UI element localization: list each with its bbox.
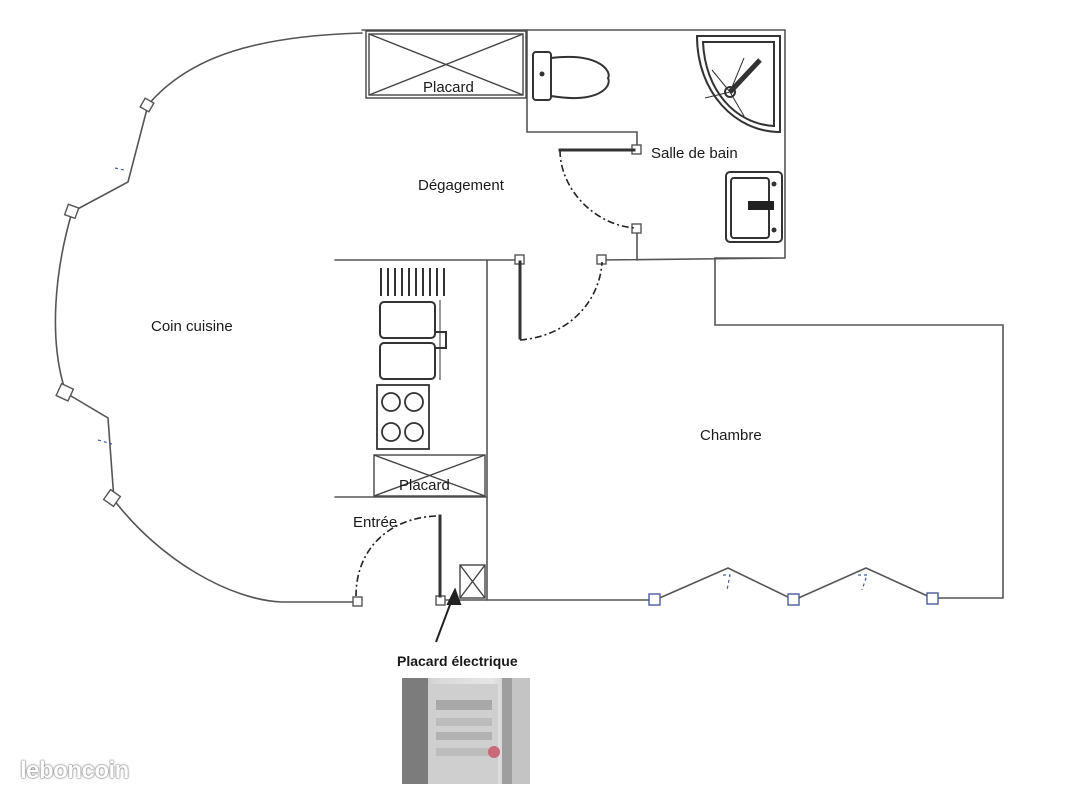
electric-cupboard-box bbox=[459, 564, 486, 599]
toilet-tank bbox=[532, 51, 552, 101]
window-opening bbox=[114, 167, 125, 171]
electrical-cupboard-photo bbox=[402, 678, 530, 784]
label-degagement: Dégagement bbox=[418, 177, 504, 194]
label-coin-cuisine: Coin cuisine bbox=[151, 318, 233, 335]
bathroom-sink bbox=[725, 171, 783, 243]
door-swing-bathroom bbox=[559, 149, 637, 229]
label-chambre: Chambre bbox=[700, 427, 762, 444]
kitchen-hob bbox=[376, 384, 430, 450]
window-node bbox=[139, 97, 155, 113]
window-node bbox=[102, 488, 122, 508]
placard-top-box bbox=[365, 30, 527, 99]
kitchen-sink-upper bbox=[379, 301, 436, 339]
curved-wall-window-top bbox=[71, 104, 149, 213]
window-node bbox=[648, 593, 661, 606]
bathroom-bottom-wall bbox=[601, 257, 786, 261]
door-node bbox=[631, 223, 642, 234]
curved-wall-window-bottom bbox=[65, 392, 115, 501]
door-swing-bedroom bbox=[519, 261, 603, 341]
label-entree: Entrée bbox=[353, 514, 398, 531]
label-salle-de-bain: Salle de bain bbox=[651, 145, 738, 162]
leboncoin-watermark: leboncoin bbox=[20, 757, 129, 784]
window-opening bbox=[858, 574, 868, 591]
label-placard-top: Placard bbox=[423, 79, 474, 96]
curved-wall-mid bbox=[54, 211, 73, 394]
shower-tray bbox=[695, 35, 781, 134]
window-node bbox=[787, 593, 800, 606]
window-node bbox=[55, 382, 75, 402]
window-opening bbox=[723, 574, 731, 591]
window-opening bbox=[97, 439, 113, 445]
door-swing-entrance bbox=[355, 515, 437, 597]
bedroom-step-wall bbox=[714, 257, 1004, 599]
kitchen-drainer bbox=[380, 268, 445, 296]
label-placard-kitchen: Placard bbox=[399, 477, 450, 494]
curved-wall-lower bbox=[113, 499, 359, 603]
bathroom-left-wall bbox=[526, 29, 638, 151]
window-node bbox=[63, 203, 80, 220]
placard-kitchen-box bbox=[373, 454, 486, 497]
toilet-bowl bbox=[550, 55, 610, 99]
kitchen-sink-lower bbox=[379, 342, 436, 380]
label-placard-electrique: Placard électrique bbox=[397, 653, 518, 669]
curved-wall bbox=[147, 32, 363, 106]
window-node bbox=[926, 592, 939, 605]
door-node bbox=[352, 596, 363, 607]
